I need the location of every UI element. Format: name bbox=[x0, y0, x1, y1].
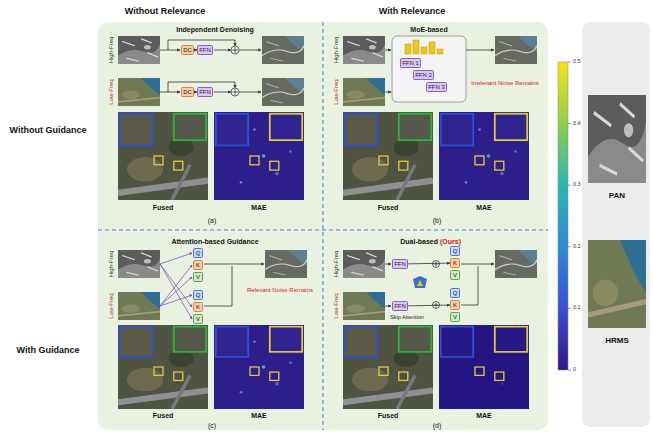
process-box: FFN 2 bbox=[413, 70, 434, 80]
process-box: V bbox=[450, 270, 460, 280]
process-box: V bbox=[450, 312, 460, 322]
label-text: Independent Denoising bbox=[176, 26, 253, 33]
label-text: With Relevance bbox=[379, 7, 445, 16]
process-box: Q bbox=[450, 288, 460, 298]
label-text: (d) bbox=[433, 422, 442, 429]
box-text: Q bbox=[196, 292, 201, 298]
connector-arrow bbox=[408, 263, 450, 265]
process-box: DC bbox=[181, 87, 194, 97]
label-text: Dual-based bbox=[400, 238, 438, 245]
label-text: Fused bbox=[153, 412, 174, 419]
box-text: DC bbox=[183, 89, 192, 95]
box-text: FFN 1 bbox=[402, 60, 419, 66]
process-box: FFN bbox=[197, 45, 213, 55]
label-text: High-Freq bbox=[108, 37, 114, 64]
process-box: K bbox=[450, 300, 460, 310]
box-text: Q bbox=[196, 250, 201, 256]
label-text: (Ours) bbox=[440, 238, 461, 245]
process-box: DC bbox=[181, 45, 194, 55]
label-text: Low-Freq bbox=[333, 79, 339, 104]
label-text: With Guidance bbox=[17, 346, 80, 355]
label-text: Low-Freq bbox=[108, 293, 114, 318]
label-text: High-Freq bbox=[333, 37, 339, 64]
label-text: Skip Attention bbox=[390, 315, 424, 321]
box-text: Q bbox=[453, 290, 458, 296]
label-text: 0.3 bbox=[573, 182, 581, 188]
process-box: Q bbox=[193, 248, 203, 258]
process-box: V bbox=[193, 272, 203, 282]
box-text: FFN bbox=[199, 47, 211, 53]
label-text: High-Freq bbox=[333, 251, 339, 278]
process-box: FFN bbox=[392, 301, 408, 311]
label-text: Without Guidance bbox=[10, 126, 87, 135]
label-text: MAE bbox=[476, 204, 492, 211]
box-text: V bbox=[196, 316, 200, 322]
label-text: Attention-based Guidance bbox=[171, 238, 258, 245]
box-text: FFN 3 bbox=[428, 84, 445, 90]
label-text: MAE bbox=[251, 204, 267, 211]
process-box: K bbox=[193, 302, 203, 312]
label-text: (a) bbox=[208, 217, 217, 224]
label-text: Irrelevant Noise Remains bbox=[471, 80, 538, 86]
label-text: 0.1 bbox=[573, 306, 581, 312]
label-text: High-Freq bbox=[108, 251, 114, 278]
process-box: FFN 1 bbox=[400, 58, 421, 68]
label-text: PAN bbox=[609, 192, 625, 200]
box-text: V bbox=[453, 272, 457, 278]
box-text: FFN bbox=[394, 261, 406, 267]
label-text: Fused bbox=[153, 204, 174, 211]
label-text: MAE bbox=[476, 412, 492, 419]
label-text: 0.2 bbox=[573, 244, 581, 250]
label-text: 0.5 bbox=[573, 59, 581, 65]
box-text: FFN bbox=[394, 303, 406, 309]
process-box: K bbox=[450, 258, 460, 268]
box-text: Q bbox=[453, 248, 458, 254]
box-text: FFN 2 bbox=[415, 72, 432, 78]
process-box: Q bbox=[193, 290, 203, 300]
process-box: FFN bbox=[392, 259, 408, 269]
process-box: FFN bbox=[197, 87, 213, 97]
label-text: Fused bbox=[378, 204, 399, 211]
label-text: (c) bbox=[208, 422, 216, 429]
box-text: FFN bbox=[199, 89, 211, 95]
label-text: MAE bbox=[251, 412, 267, 419]
box-text: K bbox=[453, 302, 457, 308]
box-text: V bbox=[453, 314, 457, 320]
label-text: Low-Freq bbox=[108, 79, 114, 104]
box-text: K bbox=[453, 260, 457, 266]
box-text: K bbox=[196, 304, 200, 310]
label-text: Relevant Noise Remains bbox=[247, 287, 313, 293]
label-text: Low-Freq bbox=[333, 293, 339, 318]
label-text: MoE-based bbox=[410, 26, 447, 33]
box-text: K bbox=[196, 262, 200, 268]
process-box: FFN 3 bbox=[426, 82, 447, 92]
process-box: V bbox=[193, 314, 203, 324]
label-text: Fused bbox=[378, 412, 399, 419]
label-text: HRMS bbox=[605, 337, 629, 345]
connector-arrow bbox=[408, 305, 450, 307]
label-text: Without Relevance bbox=[125, 7, 205, 16]
box-text: DC bbox=[183, 47, 192, 53]
label-text: (b) bbox=[433, 217, 442, 224]
process-box: Q bbox=[450, 246, 460, 256]
label-text: 0.4 bbox=[573, 121, 581, 127]
process-box: K bbox=[193, 260, 203, 270]
label-text: 0 bbox=[573, 367, 576, 373]
box-text: V bbox=[196, 274, 200, 280]
